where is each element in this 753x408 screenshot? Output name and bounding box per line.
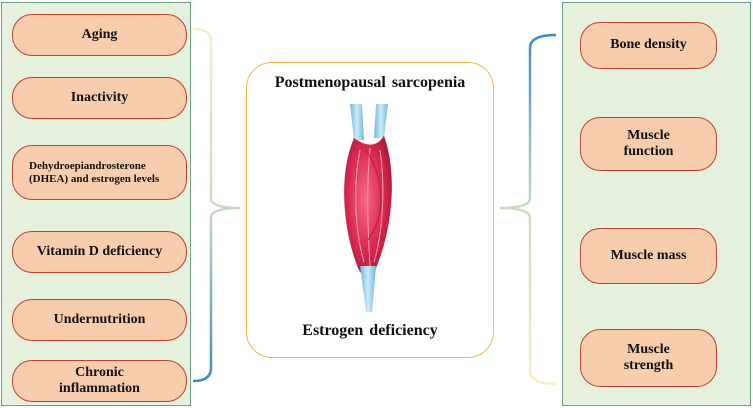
- factor-inactivity: Inactivity: [12, 77, 187, 119]
- outcome-muscle-mass: Muscle mass: [580, 228, 717, 284]
- factor-vitamin-d: Vitamin D deficiency: [12, 231, 187, 273]
- outcome-muscle-strength: Muscle strength: [580, 329, 717, 387]
- factor-aging: Aging: [12, 14, 187, 56]
- tendon-top-left: [350, 104, 364, 140]
- center-title: Postmenopausal sarcopenia: [274, 74, 466, 91]
- outcome-bone-density: Bone density: [580, 22, 717, 69]
- right-bracket: [499, 33, 557, 386]
- tendon-top-right: [374, 104, 388, 138]
- left-bracket: [192, 27, 241, 383]
- factor-undernutrition: Undernutrition: [12, 299, 187, 341]
- outcome-muscle-function: Muscle function: [580, 117, 717, 171]
- tendon-bottom: [360, 266, 376, 312]
- factor-chronic-inflammation: Chronic inflammation: [12, 360, 187, 402]
- center-caption: Estrogen deficiency: [302, 322, 438, 339]
- factor-dhea-estrogen: Dehydroepiandrosterone (DHEA) and estrog…: [12, 145, 187, 200]
